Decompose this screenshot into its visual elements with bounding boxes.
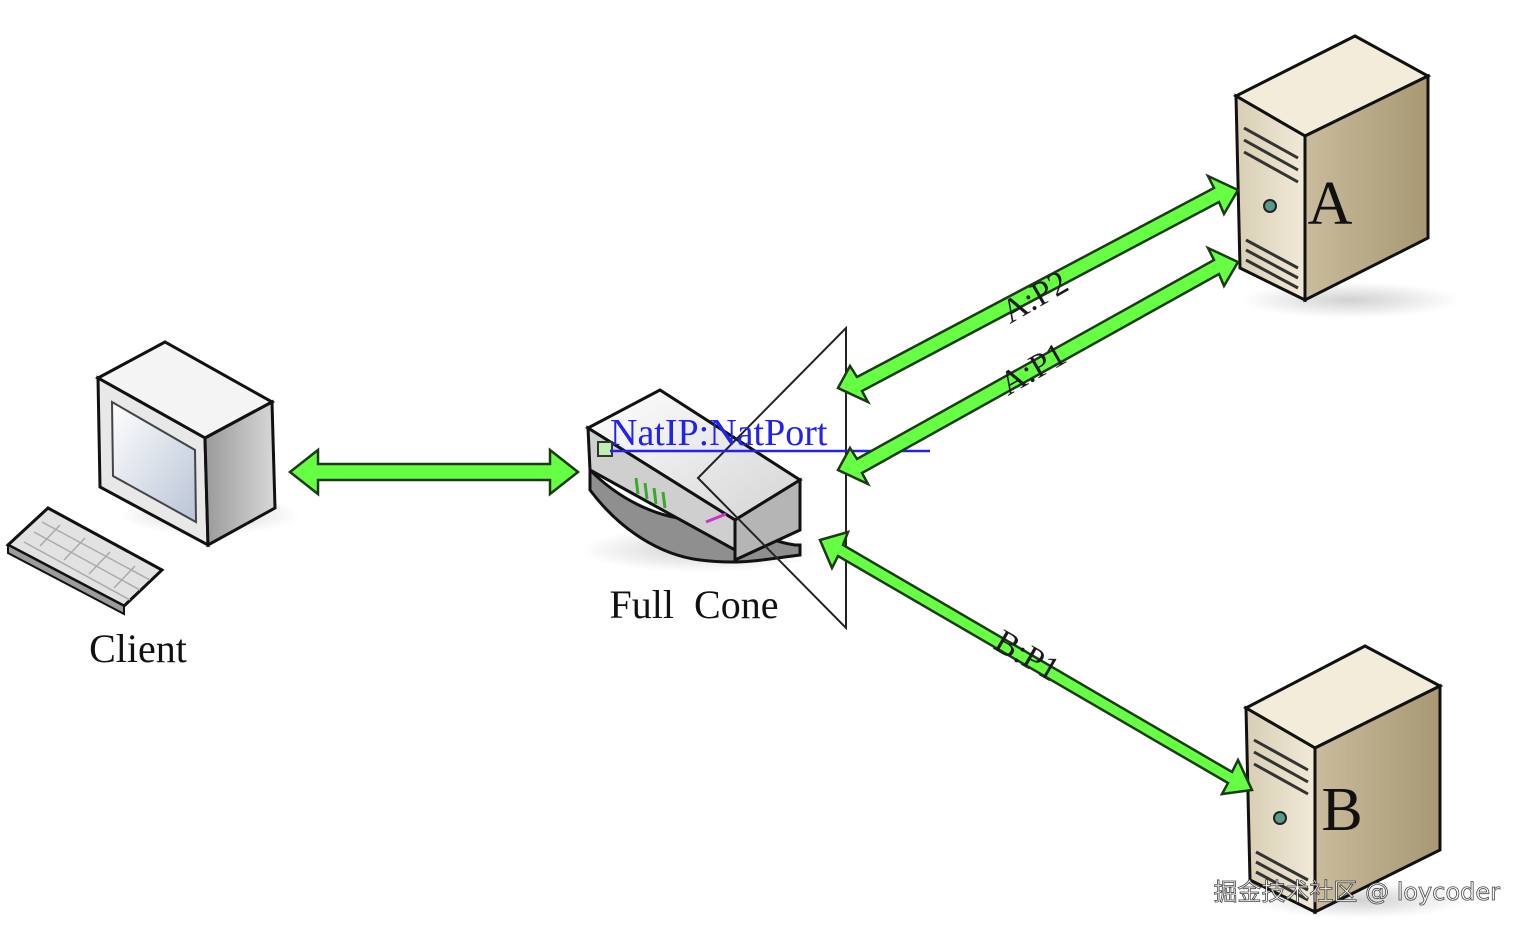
server-a-icon [1232, 34, 1460, 318]
nat-address-label: NatIP:NatPort [610, 412, 828, 454]
arrow-a-p2 [836, 173, 1240, 405]
full-cone-shape [696, 325, 847, 631]
nat-router-icon [580, 388, 820, 572]
watermark-text: 掘金技术社区 @ loycoder [1213, 878, 1500, 906]
server-a-label: A [1308, 170, 1353, 238]
server-b-icon [1242, 644, 1470, 918]
client-nat-arrow [287, 447, 581, 497]
client-computer-icon [5, 340, 300, 616]
server-b-label: B [1321, 776, 1362, 844]
arrow-a-p1 [836, 245, 1240, 487]
arrow-b-p1 [818, 530, 1254, 796]
nat-type-label: Full Cone [610, 582, 779, 627]
client-label: Client [89, 626, 187, 671]
